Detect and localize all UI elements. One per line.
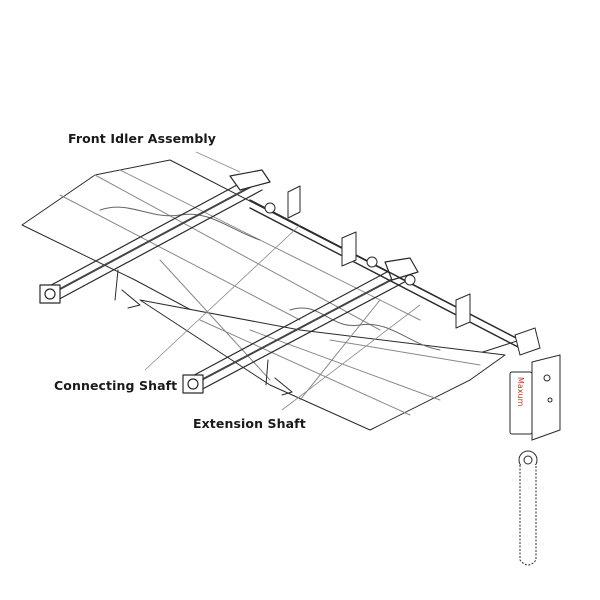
rail-left	[39, 169, 271, 304]
label-extension-shaft: Extension Shaft	[193, 416, 306, 431]
wall-brackets	[287, 185, 471, 329]
label-connecting-shaft: Connecting Shaft	[54, 378, 178, 393]
motor-unit: Maxum	[509, 327, 561, 566]
door-panel-upper	[21, 159, 521, 396]
jackshaft	[249, 199, 521, 349]
door-panel-lower	[139, 259, 506, 431]
motor-logo: Maxum	[516, 377, 525, 407]
label-front-idler-assembly: Front Idler Assembly	[68, 131, 217, 146]
